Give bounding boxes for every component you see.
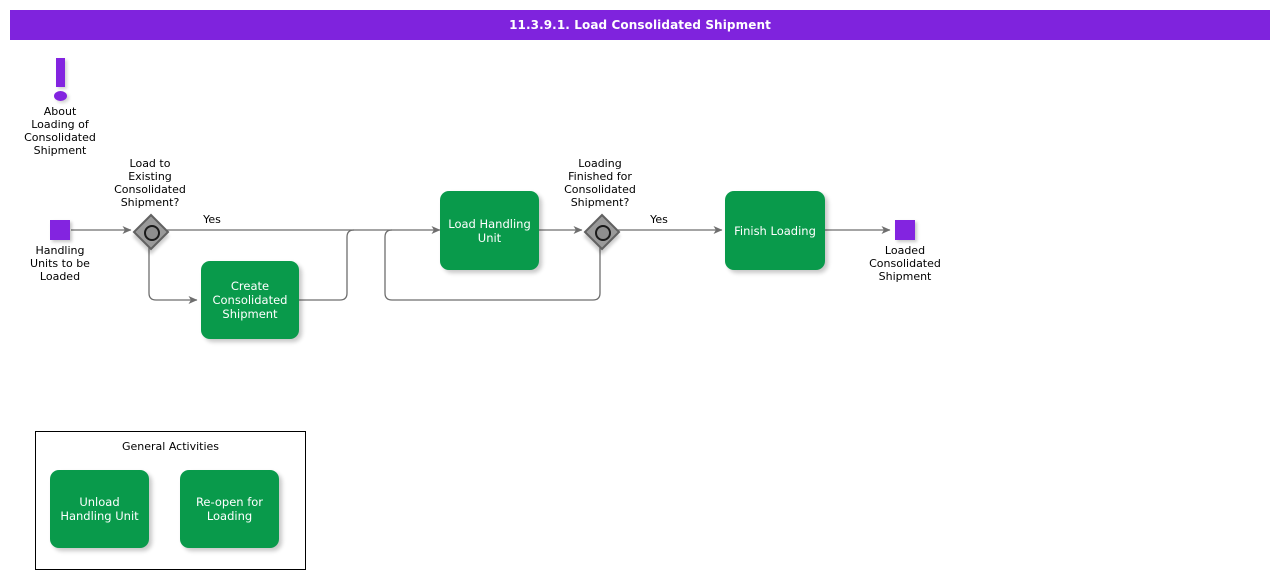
flow-create-to-main [299, 229, 355, 301]
gateway-load-to-existing[interactable] [132, 213, 170, 251]
task-label: Unload Handling Unit [60, 495, 139, 523]
flow-label-gateway1-yes: Yes [203, 213, 221, 226]
task-label: Re-open for Loading [195, 495, 264, 523]
exclamation-bar [56, 58, 65, 87]
end-event-label: Loaded Consolidated Shipment [869, 244, 941, 283]
exclamation-icon [48, 58, 74, 102]
task-finish-loading[interactable]: Finish Loading [725, 191, 825, 270]
group-general-activities [35, 431, 306, 570]
annotation-label-about-loading: About Loading of Consolidated Shipment [24, 105, 96, 157]
task-label: Load Handling Unit [448, 216, 531, 245]
start-event-handling-units[interactable] [50, 220, 70, 240]
flow-label-gateway2-yes: Yes [650, 213, 668, 226]
page-title: 11.3.9.1. Load Consolidated Shipment [509, 18, 771, 32]
group-title-general-activities: General Activities [121, 440, 220, 453]
flow-gateway1-no-to-create [148, 247, 198, 304]
gateway-label-load-to-existing: Load to Existing Consolidated Shipment? [114, 157, 186, 209]
task-load-handling-unit[interactable]: Load Handling Unit [440, 191, 539, 270]
task-re-open-for-loading[interactable]: Re-open for Loading [180, 470, 279, 548]
page-title-bar: 11.3.9.1. Load Consolidated Shipment [10, 10, 1270, 40]
gateway-loading-finished[interactable] [583, 213, 621, 251]
start-event-label: Handling Units to be Loaded [30, 244, 90, 283]
flow-gateway2-no-loopback [384, 229, 601, 301]
exclamation-dot [54, 91, 67, 101]
task-label: Finish Loading [734, 223, 816, 238]
task-create-consolidated-shipment[interactable]: Create Consolidated Shipment [201, 261, 299, 339]
gateway-label-loading-finished: Loading Finished for Consolidated Shipme… [564, 157, 636, 209]
gateway-ring-icon [144, 225, 160, 241]
task-unload-handling-unit[interactable]: Unload Handling Unit [50, 470, 149, 548]
task-label: Create Consolidated Shipment [212, 279, 288, 321]
gateway-ring-icon [595, 225, 611, 241]
end-event-loaded-consolidated-shipment[interactable] [895, 220, 915, 240]
